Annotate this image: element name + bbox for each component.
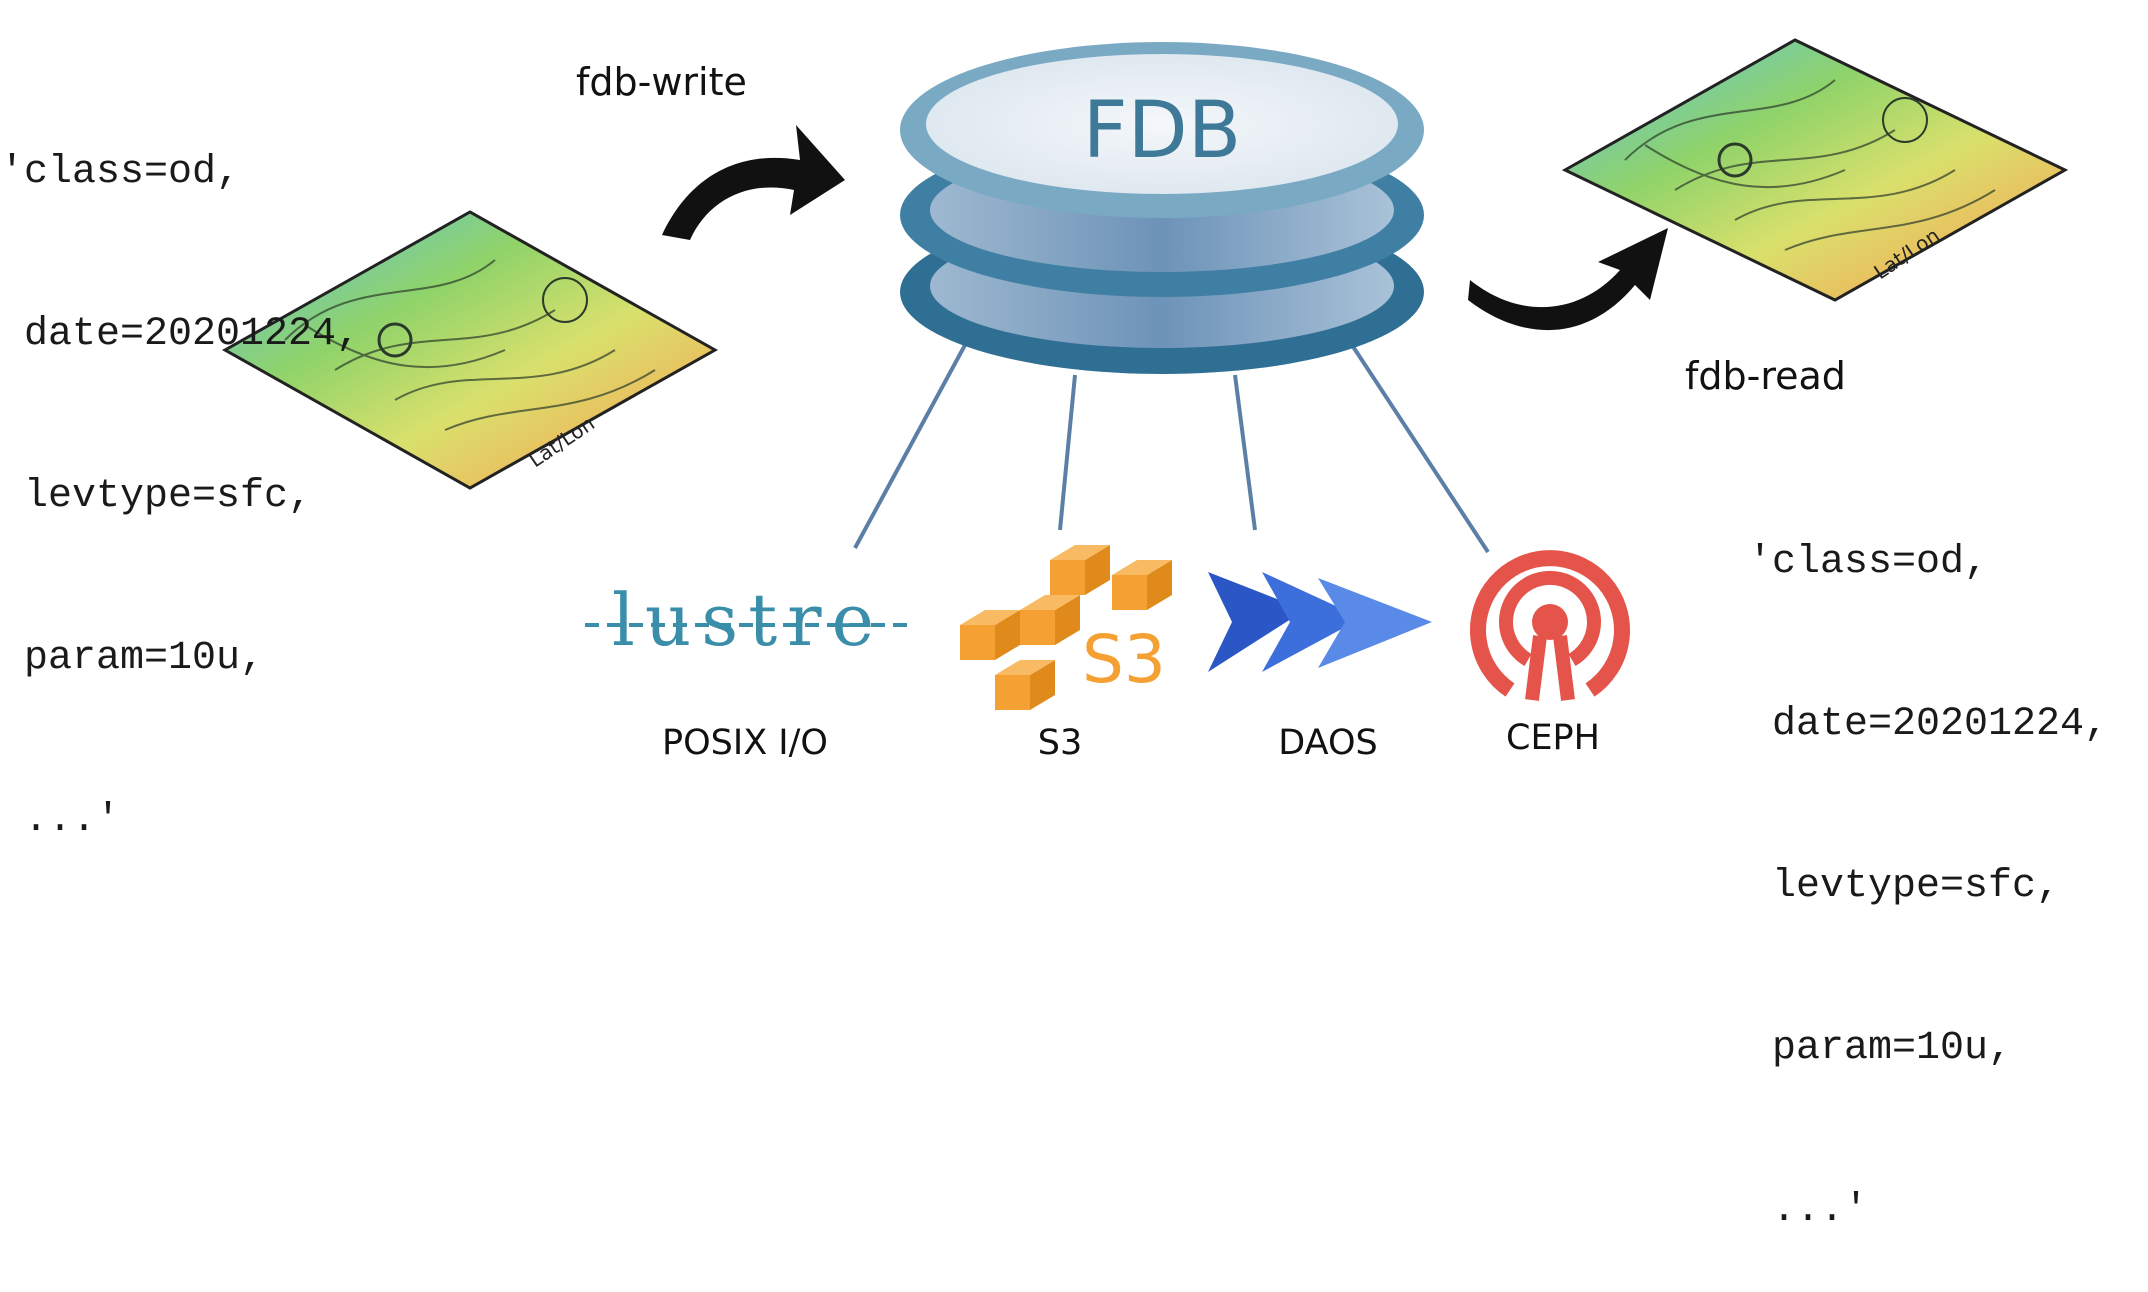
ceph-stems [1525, 635, 1575, 701]
map-tile-left [221, 210, 719, 490]
fdb-label: FDB [1083, 86, 1241, 176]
map-contour-ring-right [1717, 142, 1753, 178]
s3-cube-2 [1112, 560, 1172, 610]
read-query-line: ...' [1748, 1188, 1869, 1233]
write-arrow [662, 125, 845, 240]
map-contours-left [284, 259, 656, 431]
daos-chevron-3 [1318, 578, 1432, 668]
s3-cube-1 [1050, 545, 1110, 595]
map-contour-ring-left [377, 322, 413, 358]
connector-line-ceph [1350, 343, 1490, 554]
write-query-line: 'class=od, [0, 150, 241, 195]
fdb-write-label: fdb-write [576, 60, 747, 104]
fdb-database-icon: FDB [900, 42, 1424, 374]
connector-line-s3 [1058, 374, 1077, 531]
read-arrow-body [1468, 228, 1668, 331]
backend-label-daos: DAOS [1278, 723, 1378, 763]
storage-connectors [853, 343, 1490, 554]
daos-chevron-2 [1262, 572, 1362, 672]
s3-cube-3 [960, 610, 1020, 660]
output-field-map: Lat/Lon [1561, 38, 2069, 302]
map-contour-ring-left-2 [542, 277, 588, 323]
read-query-line: levtype=sfc, [1748, 864, 2061, 909]
read-arrow [1468, 228, 1668, 331]
write-arrow-body [662, 125, 845, 240]
map-contours-right [1624, 79, 1996, 251]
map-contour-ring-right-2 [1882, 97, 1928, 143]
daos-logo [1208, 572, 1432, 672]
read-query-line: date=20201224, [1748, 702, 2109, 747]
ceph-logo [1470, 550, 1630, 701]
write-query-line: date=20201224, [0, 312, 361, 357]
map-tile-right [1561, 38, 2069, 302]
aws-s3-logo: S3 [960, 545, 1172, 710]
backend-label-s3: S3 [1037, 723, 1083, 763]
write-query-line: param=10u, [0, 636, 265, 681]
ceph-middle-ring [1499, 570, 1601, 667]
fdb-disk-top [926, 54, 1398, 194]
s3-cube-4 [1020, 595, 1080, 645]
lustre-logo: lustre [585, 578, 912, 662]
read-query-line: 'class=od, [1748, 540, 1989, 585]
connector-line-posix [853, 344, 967, 549]
ceph-outer-ring [1470, 550, 1630, 697]
backend-label-posix: POSIX I/O [662, 723, 828, 763]
read-query-line: param=10u, [1748, 1026, 2013, 1071]
fdb-read-label: fdb-read [1685, 354, 1846, 398]
fdb-architecture-diagram: FDB Lat/Lon Lat/Lon lustre [221, 38, 2069, 710]
lustre-logo-text: lustre [612, 578, 884, 662]
daos-chevron-1 [1208, 572, 1305, 672]
write-query-line: levtype=sfc, [0, 474, 313, 519]
ceph-core [1532, 604, 1568, 640]
backend-label-ceph: CEPH [1506, 718, 1600, 758]
write-query-line: ...' [0, 798, 121, 843]
connector-line-daos [1233, 374, 1257, 531]
s3-logo-text: S3 [1082, 621, 1166, 698]
write-query-text: 'class=od, date=20201224, levtype=sfc, p… [0, 38, 360, 902]
s3-cube-5 [995, 660, 1055, 710]
read-query-text: 'class=od, date=20201224, levtype=sfc, p… [1748, 428, 2108, 1292]
